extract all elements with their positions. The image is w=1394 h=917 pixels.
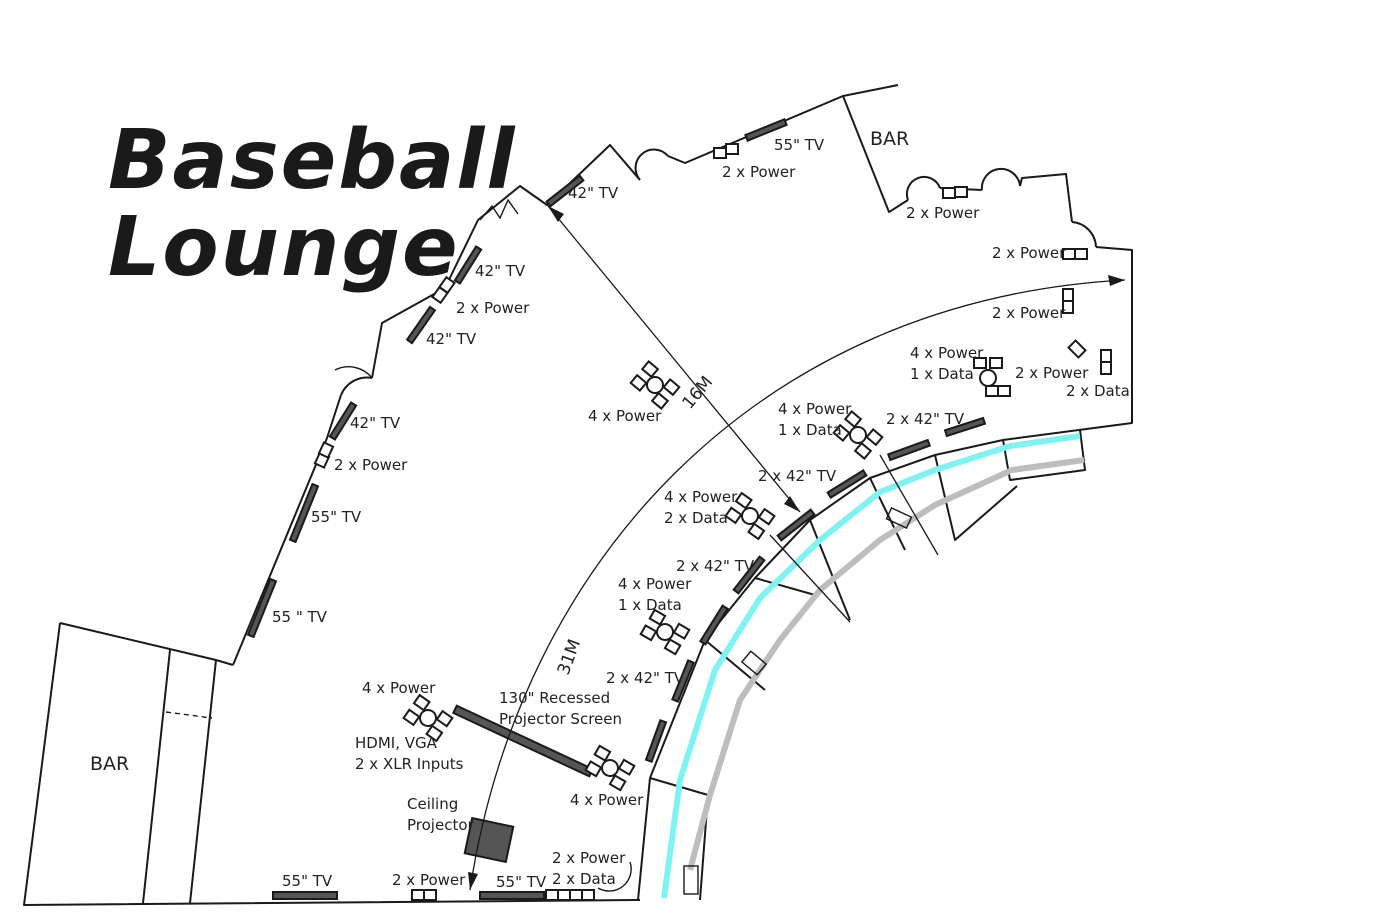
label-ceiling-2: Projector <box>407 816 474 834</box>
labels: BAR BAR 16M 31M 42" TV 55" TV 2 x Power … <box>90 128 1130 891</box>
label-tv2x42-c: 2 x 42" TV <box>676 557 755 575</box>
label-tv55-a: 55" TV <box>311 508 362 526</box>
label-pwr-bottom: 2 x Power <box>392 871 466 889</box>
label-pwr-center: 4 x Power <box>588 407 662 425</box>
tv-units <box>246 118 987 900</box>
label-pwr-wall1: 2 x Power <box>456 299 530 317</box>
label-tv42-b: 42" TV <box>475 262 526 280</box>
label-pwr-top: 2 x Power <box>722 163 796 181</box>
label-pwr-data-f2: 2 x Data <box>552 870 616 888</box>
dimension-lines <box>468 205 1126 891</box>
label-tv55-b: 55 " TV <box>272 608 328 626</box>
label-pwr-data-e2: 1 x Data <box>618 596 682 614</box>
label-tv2x42-b: 2 x 42" TV <box>758 467 837 485</box>
label-pwr-data-d1: 4 x Power <box>664 488 738 506</box>
label-pwr-data-b1: 2 x Power <box>1015 364 1089 382</box>
label-proj-screen-1: 130" Recessed <box>499 689 610 707</box>
dimension-31m: 31M <box>554 637 585 678</box>
label-proj-screen-2: Projector Screen <box>499 710 622 728</box>
label-tv55-top: 55" TV <box>774 136 825 154</box>
label-hdmi-1: HDMI, VGA <box>355 734 438 752</box>
label-tv55-c: 55" TV <box>282 872 333 890</box>
label-pwr-proj: 4 x Power <box>362 679 436 697</box>
label-tv42-c: 42" TV <box>426 330 477 348</box>
label-hdmi-2: 2 x XLR Inputs <box>355 755 464 773</box>
label-pwr-bar: 2 x Power <box>906 204 980 222</box>
label-pwr-right2: 2 x Power <box>992 304 1066 322</box>
title-line-1: Baseball <box>108 113 517 208</box>
label-pwr-data-c2: 1 x Data <box>778 421 842 439</box>
bar-left-label: BAR <box>90 753 129 775</box>
label-pwr-data-b2: 2 x Data <box>1066 382 1130 400</box>
label-tv55-d: 55" TV <box>496 873 547 891</box>
dimension-16m: 16M <box>679 373 718 414</box>
label-pwr-data-a1: 4 x Power <box>910 344 984 362</box>
title-line-2: Lounge <box>108 200 460 295</box>
label-tv42-a: 42" TV <box>568 184 619 202</box>
label-pwr-data-d2: 2 x Data <box>664 509 728 527</box>
label-tv2x42-a: 2 x 42" TV <box>886 410 965 428</box>
label-pwr-wall2: 2 x Power <box>334 456 408 474</box>
label-pwr-data-c1: 4 x Power <box>778 400 852 418</box>
label-pwr-data-a2: 1 x Data <box>910 365 974 383</box>
bar-top-label: BAR <box>870 128 909 150</box>
label-pwr-data-f1: 2 x Power <box>552 849 626 867</box>
power-outlets <box>313 143 1112 901</box>
label-ceiling-1: Ceiling <box>407 795 458 813</box>
label-tv42-d: 42" TV <box>350 414 401 432</box>
label-pwr-proj2: 4 x Power <box>570 791 644 809</box>
label-pwr-data-e1: 4 x Power <box>618 575 692 593</box>
label-tv2x42-d: 2 x 42" TV <box>606 669 685 687</box>
label-pwr-right1: 2 x Power <box>992 244 1066 262</box>
